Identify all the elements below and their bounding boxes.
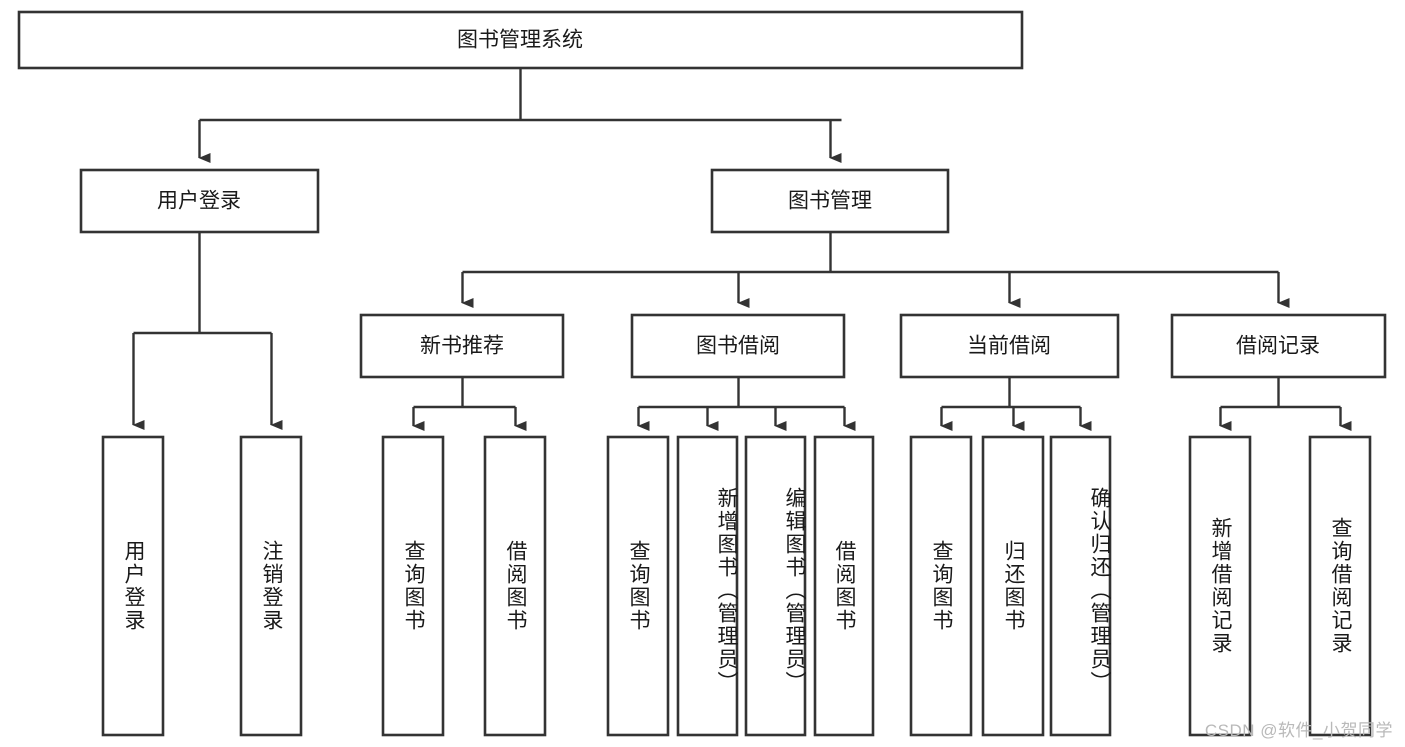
leaf-box-6[interactable] [744,435,807,737]
node-new-book-recommend-label: 新书推荐 [420,335,504,358]
node-borrow-records-label: 借阅记录 [1236,335,1320,358]
node-new-book-recommend[interactable]: 新书推荐 [359,313,565,379]
node-borrow-records[interactable]: 借阅记录 [1170,313,1387,379]
leaf-node-boxes [101,435,1372,737]
connector-group-root-to-level2 [198,68,842,163]
connector-group-current-borrow [940,377,1092,431]
leaf-box-0[interactable] [101,435,165,737]
node-current-borrow-label: 当前借阅 [967,335,1051,358]
leaf-box-5[interactable] [676,435,739,737]
connector-group-new-book-recommend [412,377,527,431]
node-root[interactable]: 图书管理系统 [17,10,1024,70]
leaf-box-2[interactable] [381,435,445,737]
leaf-box-8[interactable] [909,435,973,737]
leaf-box-9[interactable] [981,435,1045,737]
leaf-box-3[interactable] [483,435,547,737]
node-book-management[interactable]: 图书管理 [710,168,950,234]
csdn-watermark: CSDN @软件_小贺同学 [1204,721,1393,740]
node-root-label: 图书管理系统 [457,29,583,52]
leaf-box-11[interactable] [1188,435,1252,737]
leaf-box-4[interactable] [606,435,670,737]
node-book-borrow[interactable]: 图书借阅 [630,313,846,379]
connector-group-book-management [461,232,1290,308]
node-book-management-label: 图书管理 [788,190,872,213]
node-user-login[interactable]: 用户登录 [79,168,320,234]
node-current-borrow[interactable]: 当前借阅 [899,313,1120,379]
connector-group-borrow-records [1219,377,1352,431]
connector-group-user-login [132,232,283,430]
leaf-box-12[interactable] [1308,435,1372,737]
node-user-login-label: 用户登录 [157,190,241,213]
leaf-box-10[interactable] [1049,435,1112,737]
connector-group-book-borrow [637,377,856,431]
node-book-borrow-label: 图书借阅 [696,335,780,358]
leaf-box-7[interactable] [813,435,875,737]
leaf-box-1[interactable] [239,435,303,737]
